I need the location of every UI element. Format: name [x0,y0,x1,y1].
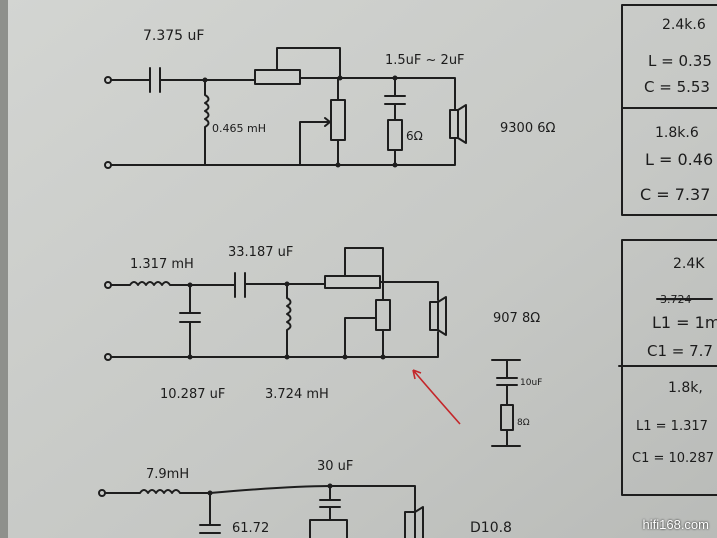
label-cap-shunt: 10.287 uF [160,387,225,402]
label-cap-shunt: 61.72 [232,521,269,536]
label-cap-in: 7.375 uF [143,28,204,44]
box4-title: 1.8k, [668,380,703,396]
box1-title: 2.4k.6 [662,17,706,33]
box4-c: C1 = 10.287 [632,451,714,466]
label-zobel-cap: 10uF [520,378,542,388]
box1-l: L = 0.35 [648,52,712,70]
box1-c: C = 5.53 [644,78,710,96]
label-driver: 9300 6Ω [500,121,555,136]
notes-panel: 2.4k.6 L = 0.35 C = 5.53 1.8k.6 L = 0.46… [618,4,717,496]
box3-l: L1 = 1m [652,313,717,332]
watermark: hifi168.com [642,517,709,532]
box3-c: C1 = 7.7 [647,342,713,360]
label-inductor: 7.9mH [146,467,189,482]
circuit-3: 7.9mH 30 uF 61.72 D10.8 [98,459,512,538]
label-zobel-res: 8Ω [517,418,530,428]
label-inductor-shunt: 3.724 mH [265,387,329,402]
label-inductor-series: 1.317 mH [130,257,194,272]
label-cap-top: 30 uF [317,459,353,474]
circuit-1: 7.375 uF 0.465 mH 1.5uF ~ 2uF 6Ω 9300 6Ω [104,28,555,169]
box4-l: L1 = 1.317 [636,419,708,434]
paper-edge [0,0,8,538]
label-resistor: 6Ω [406,129,423,143]
box2-title: 1.8k.6 [655,125,699,141]
label-driver: D10.8 [470,520,512,536]
box3-title: 2.4K [673,256,705,272]
box2-l: L = 0.46 [645,150,713,169]
label-cap-series: 33.187 uF [228,245,293,260]
label-inductor: 0.465 mH [212,122,266,135]
red-arrow [412,369,461,425]
label-cap-bypass: 1.5uF ~ 2uF [385,53,465,68]
box2-c: C = 7.37 [640,185,710,204]
label-driver: 907 8Ω [493,311,540,326]
circuit-2: 1.317 mH 33.187 uF 10.287 uF 3.724 mH 90… [104,245,542,447]
